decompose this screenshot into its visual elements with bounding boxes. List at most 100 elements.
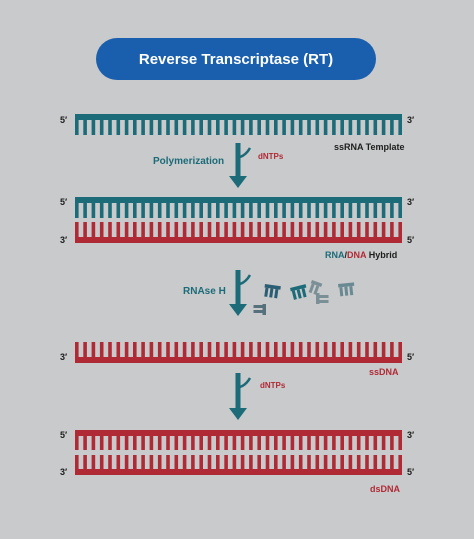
row3-left-end: 3′ xyxy=(60,352,68,362)
fragment-tooth xyxy=(308,283,315,294)
rna-fragment-1 xyxy=(264,284,281,299)
base-tooth xyxy=(274,222,278,237)
base-tooth xyxy=(332,222,336,237)
ssdna-label: ssDNA xyxy=(369,367,399,377)
base-tooth xyxy=(207,455,212,469)
base-tooth xyxy=(282,203,286,218)
base-tooth xyxy=(298,203,303,218)
row2-bottom-right-end: 5′ xyxy=(407,235,415,245)
hybrid-slash-text: / xyxy=(344,250,348,260)
base-tooth xyxy=(323,436,328,450)
base-tooth xyxy=(249,436,253,450)
row2-top-left-end: 5′ xyxy=(60,197,68,207)
base-tooth xyxy=(174,203,179,218)
hybrid-dna-strand xyxy=(75,222,402,243)
base-tooth xyxy=(141,342,145,357)
rna-fragments xyxy=(253,280,355,315)
base-tooth xyxy=(174,436,179,450)
base-tooth xyxy=(174,342,179,357)
base-tooth xyxy=(166,120,170,135)
base-tooth xyxy=(216,342,220,357)
rna-fragment-6-backbone xyxy=(316,293,320,304)
base-tooth xyxy=(133,342,137,357)
base-tooth xyxy=(257,342,261,357)
base-tooth xyxy=(390,120,394,135)
base-tooth xyxy=(348,203,353,218)
base-tooth xyxy=(282,436,286,450)
base-tooth xyxy=(356,436,361,450)
base-tooth xyxy=(332,203,336,218)
base-tooth xyxy=(373,342,378,357)
polymerization-arrow xyxy=(229,143,252,188)
row2-top-right-end: 3′ xyxy=(407,197,415,207)
base-tooth xyxy=(75,455,79,469)
base-tooth xyxy=(315,455,320,469)
base-tooth xyxy=(290,436,295,450)
base-tooth xyxy=(398,222,402,237)
rna-fragment-3 xyxy=(308,280,323,295)
fragment-tooth xyxy=(264,287,269,297)
base-tooth xyxy=(274,203,278,218)
base-tooth xyxy=(133,222,137,237)
dsdna-bottom-strand-backbone xyxy=(75,469,402,475)
base-tooth xyxy=(332,436,336,450)
base-tooth xyxy=(307,342,311,357)
base-tooth xyxy=(315,436,320,450)
base-tooth xyxy=(348,342,353,357)
fragment-tooth xyxy=(319,300,329,303)
base-tooth xyxy=(182,203,187,218)
dntps-label-2: dNTPs xyxy=(260,381,286,390)
base-tooth xyxy=(265,342,270,357)
base-tooth xyxy=(207,342,212,357)
fragment-tooth xyxy=(296,289,302,299)
base-tooth xyxy=(298,222,303,237)
fragment-tooth xyxy=(313,285,320,295)
base-tooth xyxy=(390,342,394,357)
base-tooth xyxy=(249,203,253,218)
base-tooth xyxy=(348,222,353,237)
base-tooth xyxy=(307,120,311,135)
base-tooth xyxy=(191,455,195,469)
base-tooth xyxy=(75,342,79,357)
base-tooth xyxy=(298,436,303,450)
base-tooth xyxy=(315,222,320,237)
base-tooth xyxy=(323,222,328,237)
base-tooth xyxy=(340,120,344,135)
ssrna-template-strand-backbone xyxy=(75,114,402,120)
dntp-arrow-hook xyxy=(239,377,252,389)
base-tooth xyxy=(124,342,129,357)
base-tooth xyxy=(390,455,394,469)
base-tooth xyxy=(83,222,87,237)
arrows-layer xyxy=(229,143,252,420)
base-tooth xyxy=(332,342,336,357)
base-tooth xyxy=(240,222,245,237)
rna-fragment-1-backbone xyxy=(264,284,281,290)
base-tooth xyxy=(381,436,386,450)
base-tooth xyxy=(99,120,104,135)
base-tooth xyxy=(274,436,278,450)
row3-right-end: 5′ xyxy=(407,352,415,362)
base-tooth xyxy=(307,203,311,218)
base-tooth xyxy=(224,222,228,237)
base-tooth xyxy=(108,203,112,218)
rna-fragment-2 xyxy=(290,284,307,300)
base-tooth xyxy=(298,120,303,135)
base-tooth xyxy=(381,455,386,469)
fragment-tooth xyxy=(253,310,263,313)
base-tooth xyxy=(398,120,402,135)
hybrid-dna-text: DNA xyxy=(347,250,367,260)
base-tooth xyxy=(365,222,369,237)
base-tooth xyxy=(390,203,394,218)
base-tooth xyxy=(133,203,137,218)
hybrid-rna-strand xyxy=(75,197,402,218)
base-tooth xyxy=(257,436,261,450)
base-tooth xyxy=(232,222,237,237)
base-tooth xyxy=(224,455,228,469)
dntp-arrow-head xyxy=(229,408,247,420)
rna-fragment-5-backbone xyxy=(262,304,266,315)
base-tooth xyxy=(108,222,112,237)
base-tooth xyxy=(307,222,311,237)
base-tooth xyxy=(373,455,378,469)
base-tooth xyxy=(216,436,220,450)
base-tooth xyxy=(174,222,179,237)
